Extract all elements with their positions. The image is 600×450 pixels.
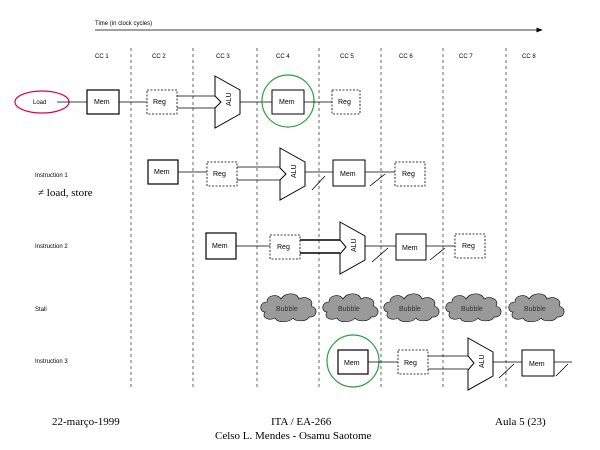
instruction-2-pipeline: Mem Reg ALU Mem Reg bbox=[205, 221, 486, 275]
cc-label-2: CC 2 bbox=[152, 54, 166, 60]
row-label-load: Load bbox=[33, 100, 46, 106]
instr3-bus-3 bbox=[493, 361, 522, 379]
cc-label-1: CC 1 bbox=[95, 54, 109, 60]
instr3-bus-4 bbox=[554, 361, 572, 377]
bubble-label-4: Bubble bbox=[461, 306, 483, 313]
bubble-label-3: Bubble bbox=[399, 306, 421, 313]
instr3-reg-label: Reg bbox=[404, 360, 417, 367]
bubble-cloud-1: Bubble bbox=[260, 293, 317, 323]
instruction-1-note: ≠ load, store bbox=[38, 187, 93, 199]
instr2-bus-4 bbox=[426, 245, 455, 261]
load-alu-label: ALU bbox=[226, 92, 233, 106]
row-label-instruction-1: Instruction 1 bbox=[35, 173, 68, 179]
instr3-reg-box bbox=[397, 349, 429, 375]
row-label-instruction-3: Instruction 3 bbox=[35, 359, 68, 365]
instr3-alu-shape bbox=[467, 337, 494, 391]
instr2-dmem-label: Mem bbox=[402, 245, 418, 252]
instr3-alu-label: ALU bbox=[479, 354, 486, 368]
cc-label-4: CC 4 bbox=[276, 54, 290, 60]
instr2-wb-box bbox=[454, 233, 486, 259]
load-wb-label: Reg bbox=[338, 99, 351, 106]
instr1-wb-label: Reg bbox=[402, 171, 415, 178]
footer-date: 22-março-1999 bbox=[52, 416, 120, 428]
instr2-wb-label: Reg bbox=[462, 243, 475, 250]
instr2-alu-label: ALU bbox=[351, 238, 358, 252]
load-dmem-box bbox=[271, 89, 305, 115]
cycle-dividers bbox=[130, 48, 507, 390]
cc-label-3: CC 3 bbox=[216, 54, 230, 60]
instr2-alu-shape bbox=[339, 221, 366, 275]
instr3-dmem-box bbox=[521, 349, 555, 377]
instruction-1-pipeline: Mem Reg ALU Mem Reg bbox=[147, 147, 426, 201]
instr2-mem-box bbox=[205, 232, 237, 260]
cc-label-7: CC 7 bbox=[459, 54, 473, 60]
bubble-cloud-2: Bubble bbox=[322, 293, 379, 323]
load-dmem-label: Mem bbox=[279, 99, 295, 106]
load-bus-2 bbox=[177, 95, 215, 109]
instr2-bus-2 bbox=[300, 239, 340, 254]
instr3-bus-2 bbox=[428, 355, 468, 370]
cc-label-8: CC 8 bbox=[522, 54, 536, 60]
bubble-cloud-5: Bubble bbox=[508, 293, 565, 323]
load-reg-label: Reg bbox=[153, 99, 166, 106]
load-wb-box bbox=[331, 89, 361, 115]
instr1-dmem-box bbox=[332, 159, 366, 187]
instr3-dmem-label: Mem bbox=[529, 361, 545, 368]
instr1-mem-box bbox=[147, 159, 179, 185]
bubble-cloud-3: Bubble bbox=[383, 293, 440, 323]
instr2-reg-label: Reg bbox=[277, 244, 290, 251]
instr1-reg-box bbox=[206, 161, 238, 187]
footer-page: Aula 5 (23) bbox=[495, 416, 546, 428]
instr1-bus-2 bbox=[237, 166, 280, 181]
footer-authors: Celso L. Mendes - Osamu Saotome bbox=[215, 430, 372, 442]
instr1-dmem-label: Mem bbox=[340, 171, 356, 178]
instr3-mem-box bbox=[337, 349, 369, 375]
instr2-reg-box bbox=[269, 234, 301, 260]
load-mem-forward-circle bbox=[261, 74, 315, 128]
instr1-bus-3 bbox=[305, 171, 333, 191]
instr2-bus-3 bbox=[365, 245, 396, 263]
cc-label-6: CC 6 bbox=[399, 54, 413, 60]
bubble-label-1: Bubble bbox=[276, 306, 298, 313]
instr1-wb-box bbox=[394, 161, 426, 187]
row-label-instruction-2: Instruction 2 bbox=[35, 244, 68, 250]
row-label-stall: Stall bbox=[35, 307, 47, 313]
load-mem-label: Mem bbox=[94, 99, 110, 106]
bubble-label-5: Bubble bbox=[524, 306, 546, 313]
load-reg-box bbox=[146, 89, 178, 115]
instruction-3-pipeline: Mem Reg ALU Mem bbox=[326, 334, 572, 391]
load-pipeline: Mem Reg ALU Mem Reg bbox=[57, 74, 361, 129]
time-axis-label: Time (in clock cycles) bbox=[95, 21, 152, 27]
load-alu-shape bbox=[214, 75, 241, 129]
instr3-mem-forward-circle bbox=[326, 334, 380, 388]
bubble-label-2: Bubble bbox=[338, 306, 360, 313]
cc-label-5: CC 5 bbox=[340, 54, 354, 60]
instr2-mem-label: Mem bbox=[212, 243, 228, 250]
footer-course: ITA / EA-266 bbox=[271, 416, 332, 428]
instr1-bus-4 bbox=[365, 171, 395, 187]
bubble-cloud-4: Bubble bbox=[445, 293, 502, 323]
stall-bubbles: Bubble Bubble Bubble Bubble Bubble bbox=[260, 293, 565, 323]
instr1-alu-label: ALU bbox=[291, 164, 298, 178]
instr1-mem-label: Mem bbox=[154, 169, 170, 176]
instr3-mem-label: Mem bbox=[344, 360, 360, 367]
instr1-reg-label: Reg bbox=[213, 171, 226, 178]
instr2-dmem-box bbox=[395, 233, 427, 261]
instr1-alu-shape bbox=[279, 147, 306, 201]
